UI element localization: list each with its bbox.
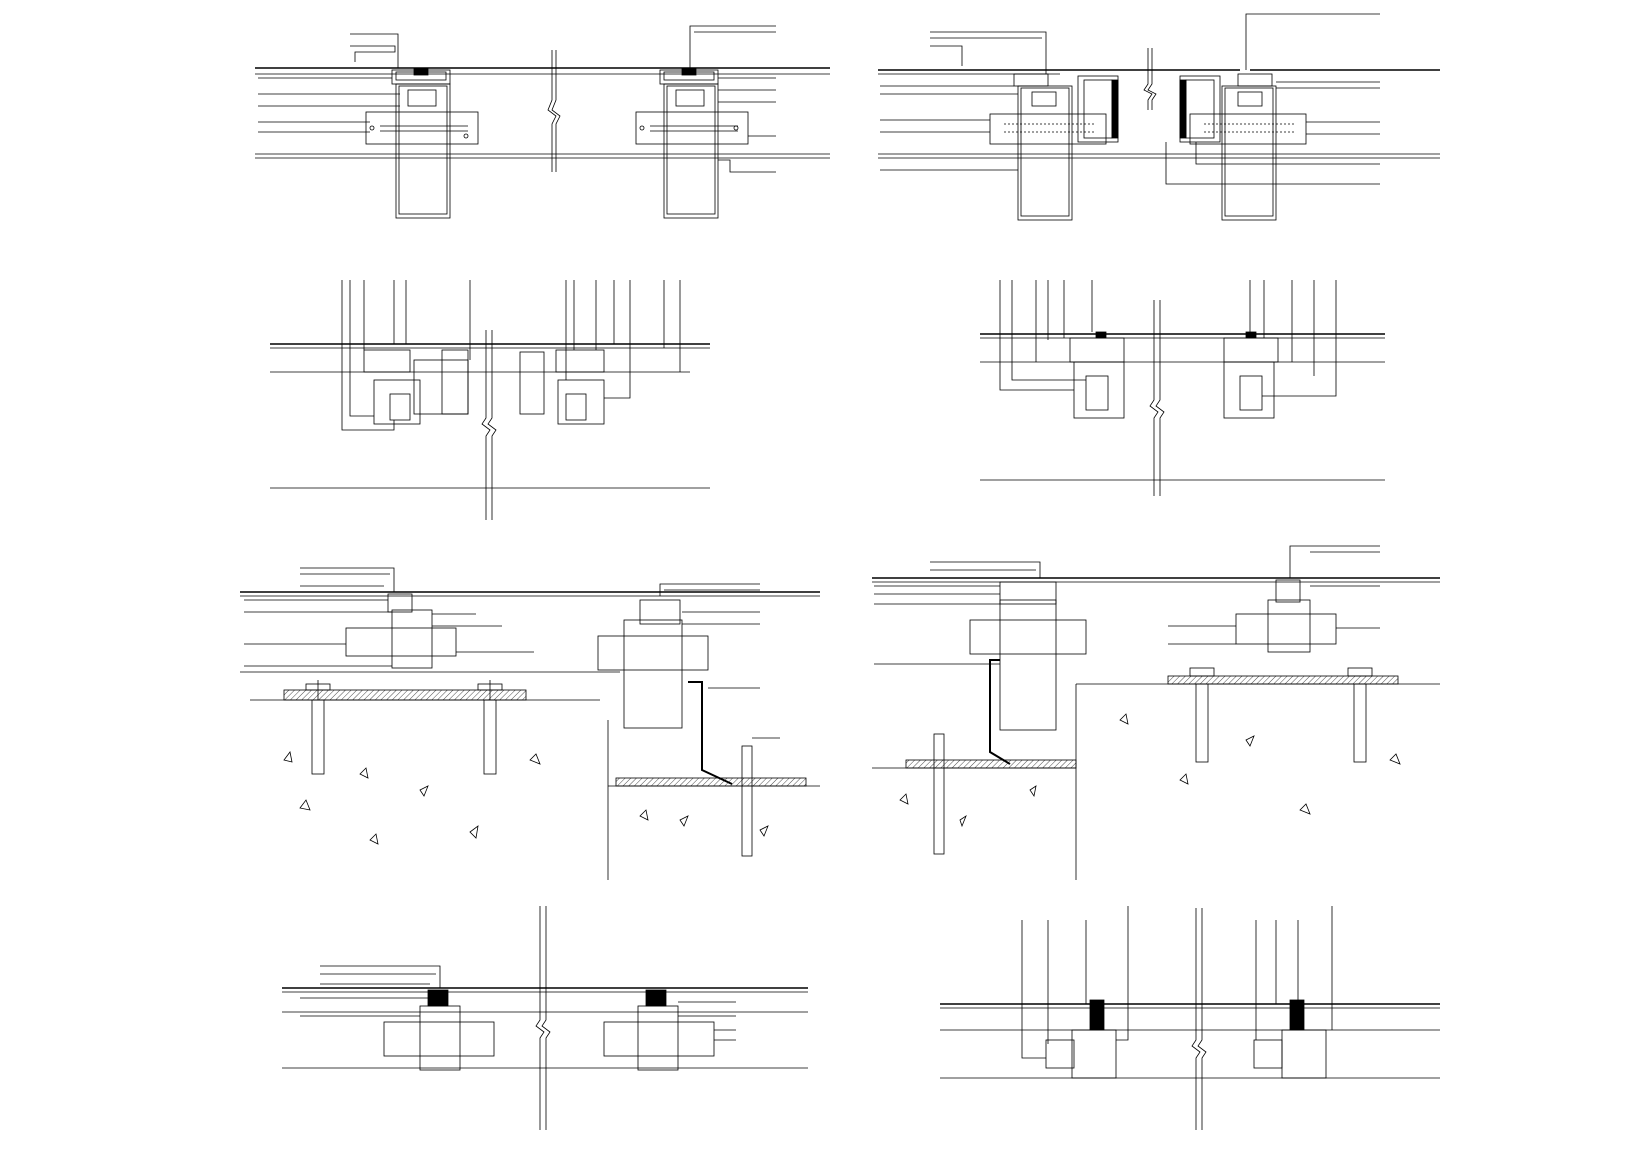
detail-6-slab-anchor-section bbox=[872, 545, 1440, 880]
detail-5-slab-anchor-section bbox=[240, 567, 820, 880]
detail-8-mullion-plan bbox=[940, 906, 1440, 1130]
detail-4-mullion-plan bbox=[980, 280, 1385, 496]
detail-1-mullion-section bbox=[255, 25, 830, 219]
detail-3-corner-plan bbox=[270, 280, 710, 520]
detail-7-mullion-section bbox=[282, 906, 808, 1130]
detail-2-corner-section bbox=[878, 13, 1440, 221]
